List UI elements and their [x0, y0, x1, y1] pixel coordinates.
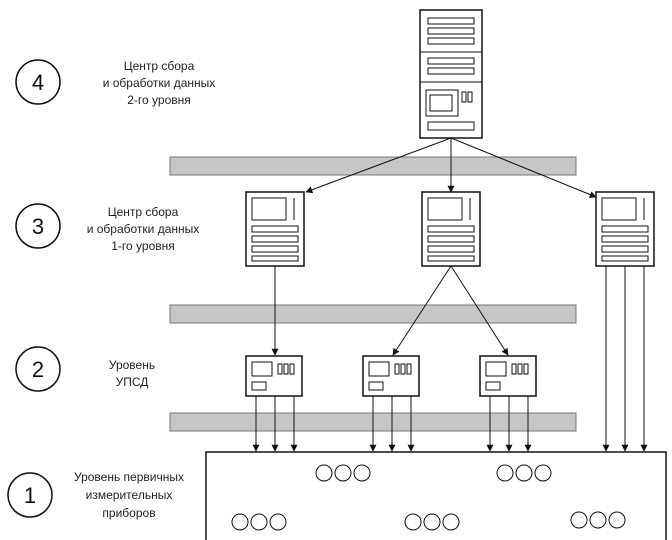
level-4-number-circle — [15, 59, 61, 105]
data-center-computer-icon — [421, 191, 481, 267]
instrument-group — [496, 464, 552, 482]
level-1-line-1: Уровень первичных — [74, 470, 184, 484]
level-2-number: 2 — [32, 357, 44, 382]
data-center-computer-icon — [245, 191, 305, 267]
level-3-number-circle — [15, 203, 61, 249]
level-2-line-1: Уровень — [109, 358, 155, 372]
level-1-number: 1 — [24, 483, 36, 508]
upsd-device-icon — [479, 355, 537, 397]
level-1-number-circle — [7, 472, 53, 518]
server-to-level3-arrows — [305, 137, 597, 198]
level-2-number-circle — [15, 346, 61, 392]
level-3-line-3: 1-го уровня — [111, 239, 175, 253]
network-bus-upper — [169, 156, 577, 176]
server-tower-icon — [419, 9, 483, 139]
level-4-number: 4 — [32, 70, 44, 95]
to-level1-arrows — [252, 266, 648, 452]
level-2-label: 2 Уровень УПСД — [15, 346, 155, 392]
level3-to-level2-arrows — [271, 265, 509, 356]
level-4-label: 4 Центр сбора и обработки данных 2-го ур… — [15, 59, 216, 107]
instrument-group — [231, 513, 287, 531]
network-bus-middle — [169, 304, 577, 324]
level-1-line-2: измерительных — [86, 488, 173, 502]
level-3-line-1: Центр сбора — [108, 205, 179, 219]
upsd-device-icon — [362, 355, 420, 397]
instrument-group — [404, 513, 460, 531]
instrument-group — [315, 464, 371, 482]
level-4-line-1: Центр сбора — [124, 59, 195, 73]
level-4-line-3: 2-го уровня — [127, 93, 191, 107]
data-center-computer-icon — [595, 191, 655, 267]
instrument-group — [570, 511, 626, 529]
upsd-device-icon — [245, 355, 303, 397]
level-1-line-3: приборов — [102, 506, 155, 520]
level-3-number: 3 — [32, 214, 44, 239]
level-3-label: 3 Центр сбора и обработки данных 1-го ур… — [15, 203, 200, 253]
level-3-line-2: и обработки данных — [87, 222, 200, 236]
level-4-line-2: и обработки данных — [103, 76, 216, 90]
level-1-label: 1 Уровень первичных измерительных прибор… — [7, 470, 184, 520]
level-2-line-2: УПСД — [116, 375, 149, 389]
